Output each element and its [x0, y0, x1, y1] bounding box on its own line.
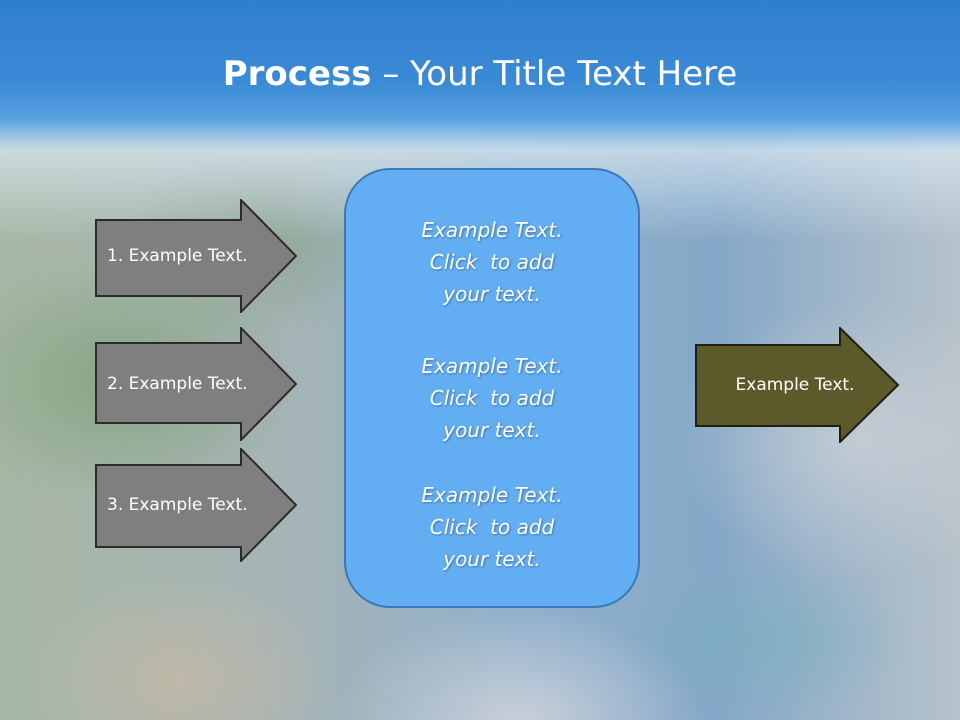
step-arrow-label: 1. Example Text. — [107, 246, 248, 266]
center-text-block-2[interactable]: Example Text. Click to add your text. — [346, 350, 638, 446]
center-text-line: Click to add — [429, 386, 555, 410]
step-arrow-1[interactable]: 1. Example Text. — [95, 199, 297, 313]
center-text-line: Example Text. — [421, 483, 563, 507]
center-text-line: Example Text. — [421, 218, 563, 242]
arrow-shape — [95, 327, 297, 441]
center-text-line: Click to add — [429, 515, 555, 539]
step-arrow-2[interactable]: 2. Example Text. — [95, 327, 297, 441]
result-arrow[interactable]: Example Text. — [695, 327, 900, 443]
center-text-line: Click to add — [429, 250, 555, 274]
arrow-shape — [95, 448, 297, 562]
center-text-line: Example Text. — [421, 354, 563, 378]
step-arrow-label: 2. Example Text. — [107, 374, 248, 394]
center-text-block-3[interactable]: Example Text. Click to add your text. — [346, 479, 638, 575]
slide-title: Process – Your Title Text Here — [0, 52, 960, 96]
arrow-shape — [95, 199, 297, 313]
center-text-block-1[interactable]: Example Text. Click to add your text. — [346, 214, 638, 310]
step-arrow-3[interactable]: 3. Example Text. — [95, 448, 297, 562]
step-arrow-label: 3. Example Text. — [107, 495, 248, 515]
title-bar — [0, 0, 960, 150]
arrow-shape — [695, 327, 900, 443]
center-text-line: your text. — [443, 418, 541, 442]
center-text-line: your text. — [443, 282, 541, 306]
center-text-line: your text. — [443, 547, 541, 571]
title-rest-part: – Your Title Text Here — [371, 54, 738, 94]
center-text-box[interactable]: Example Text. Click to add your text. Ex… — [344, 168, 640, 608]
result-arrow-label: Example Text. — [735, 375, 855, 395]
title-bold-part: Process — [222, 54, 372, 94]
